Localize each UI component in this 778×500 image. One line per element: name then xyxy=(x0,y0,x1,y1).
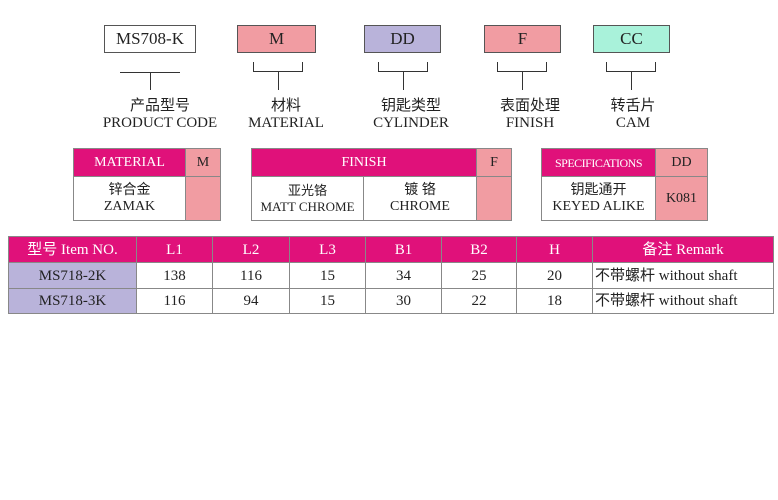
table-cell: 15 xyxy=(289,262,366,289)
table-cell: 18 xyxy=(516,288,593,314)
table-cell: 不带螺杆 without shaft xyxy=(592,288,774,314)
table-cell: MS718-2K xyxy=(8,262,137,289)
bracket xyxy=(378,62,428,72)
table-cell: 15 xyxy=(289,288,366,314)
table-header-cell: 型号 Item NO. xyxy=(8,236,137,263)
table-header-cell: 备注 Remark xyxy=(592,236,774,263)
material-empty-cell xyxy=(185,176,221,221)
table-cell: 94 xyxy=(212,288,290,314)
bracket-stem xyxy=(278,72,279,90)
product-code-box: MS708-K xyxy=(104,25,196,53)
bracket-stem xyxy=(631,72,632,90)
table-header-cell: H xyxy=(516,236,593,263)
table-header-cell: L2 xyxy=(212,236,290,263)
bracket-stem xyxy=(150,72,151,90)
table-cell: 116 xyxy=(212,262,290,289)
table-header-cell: B2 xyxy=(441,236,517,263)
table-cell: 25 xyxy=(441,262,517,289)
table-cell: 30 xyxy=(365,288,442,314)
table-cell: MS718-3K xyxy=(8,288,137,314)
finish-empty-cell xyxy=(476,176,512,221)
material-code-box: M xyxy=(237,25,316,53)
spec-header: SPECIFICATIONS xyxy=(541,148,656,177)
table-cell: 20 xyxy=(516,262,593,289)
cylinder-code-box: DD xyxy=(364,25,441,53)
table-header-cell: L1 xyxy=(136,236,213,263)
bracket-stem xyxy=(522,72,523,90)
table-header-cell: B1 xyxy=(365,236,442,263)
finish-header: FINISH xyxy=(251,148,477,177)
spec-value: K081 xyxy=(655,176,708,221)
bracket xyxy=(606,62,656,72)
table-cell: 116 xyxy=(136,288,213,314)
table-cell: 34 xyxy=(365,262,442,289)
table-cell: 不带螺杆 without shaft xyxy=(592,262,774,289)
cam-code-box: CC xyxy=(593,25,670,53)
finish-code: F xyxy=(476,148,512,177)
bracket xyxy=(497,62,547,72)
spec-code: DD xyxy=(655,148,708,177)
material-code: M xyxy=(185,148,221,177)
table-cell: 138 xyxy=(136,262,213,289)
table-cell: 22 xyxy=(441,288,517,314)
table-header-cell: L3 xyxy=(289,236,366,263)
material-header: MATERIAL xyxy=(73,148,186,177)
bracket-stem xyxy=(403,72,404,90)
bracket xyxy=(253,62,303,72)
finish-code-box: F xyxy=(484,25,561,53)
